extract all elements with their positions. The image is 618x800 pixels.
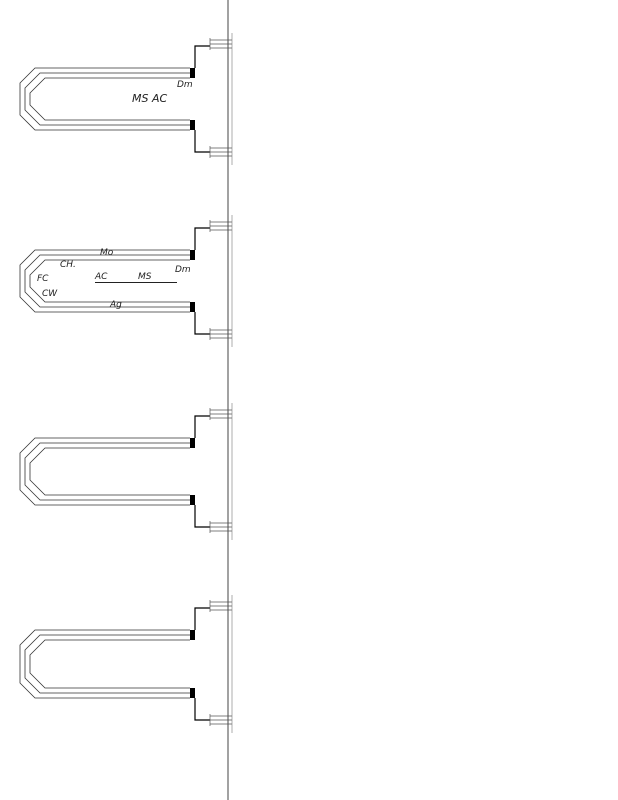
conductor-loop: [24, 254, 190, 308]
terminal-block-top: [190, 630, 195, 640]
conductor-loop: [29, 259, 190, 303]
conductor-loop: [24, 634, 190, 694]
annotation-dm-2: Dm: [175, 265, 191, 275]
lead-bottom: [194, 312, 210, 335]
conductor-loop: [24, 442, 190, 501]
terminal-block-bottom: [190, 688, 195, 698]
lead-bottom: [194, 130, 210, 153]
conductor-loop: [19, 249, 190, 313]
annotation-ms: MS: [138, 272, 152, 282]
conductor-loop: [19, 437, 190, 506]
terminal-block-bottom: [190, 120, 195, 130]
conductor-loop: [29, 639, 190, 689]
terminal-block-top: [190, 68, 195, 78]
conductor-loop: [29, 447, 190, 496]
terminal-block-top: [190, 250, 195, 260]
terminal-block-top: [190, 438, 195, 448]
annotation-mo: Mo: [100, 248, 114, 258]
annotation-dm: Dm: [177, 80, 193, 90]
annotation-ag: Ag: [110, 300, 122, 310]
conductor-loop: [19, 67, 190, 131]
terminal-block-bottom: [190, 302, 195, 312]
lead-top: [194, 415, 210, 438]
lead-top: [194, 227, 210, 250]
lead-top: [194, 45, 210, 68]
conductor-loop: [29, 77, 190, 121]
conductor-loop: [19, 629, 190, 699]
lead-top: [194, 607, 210, 630]
annotation-fc: FC: [37, 274, 49, 284]
lead-bottom: [194, 505, 210, 528]
annotation-ac: AC: [95, 272, 178, 283]
conductor-loop: [24, 72, 190, 126]
annotation-ms-ac: MS AC: [132, 92, 168, 105]
terminal-block-bottom: [190, 495, 195, 505]
lead-bottom: [194, 698, 210, 721]
annotation-ch: CH.: [60, 260, 76, 270]
annotation-cw: CW: [42, 289, 58, 299]
